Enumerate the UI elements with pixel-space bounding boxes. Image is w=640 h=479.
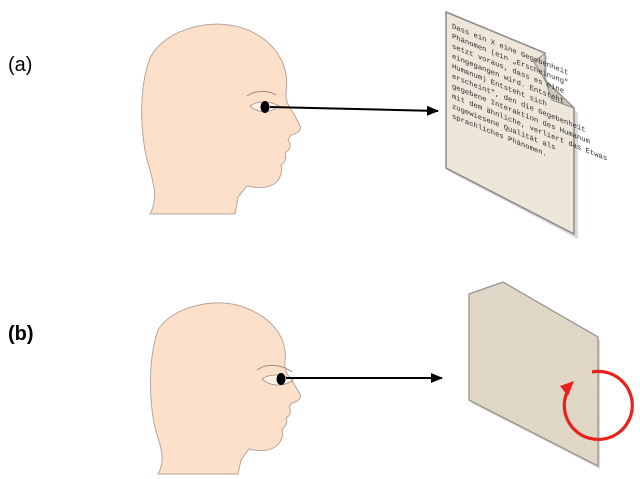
gaze-arrow-top	[270, 107, 438, 111]
head-bottom-icon	[150, 303, 300, 474]
document-icon: Dass ein X eine Gegebenheit Phänomen (ei…	[446, 12, 607, 239]
blank-panel-icon	[469, 282, 600, 469]
head-top-icon	[142, 24, 301, 214]
